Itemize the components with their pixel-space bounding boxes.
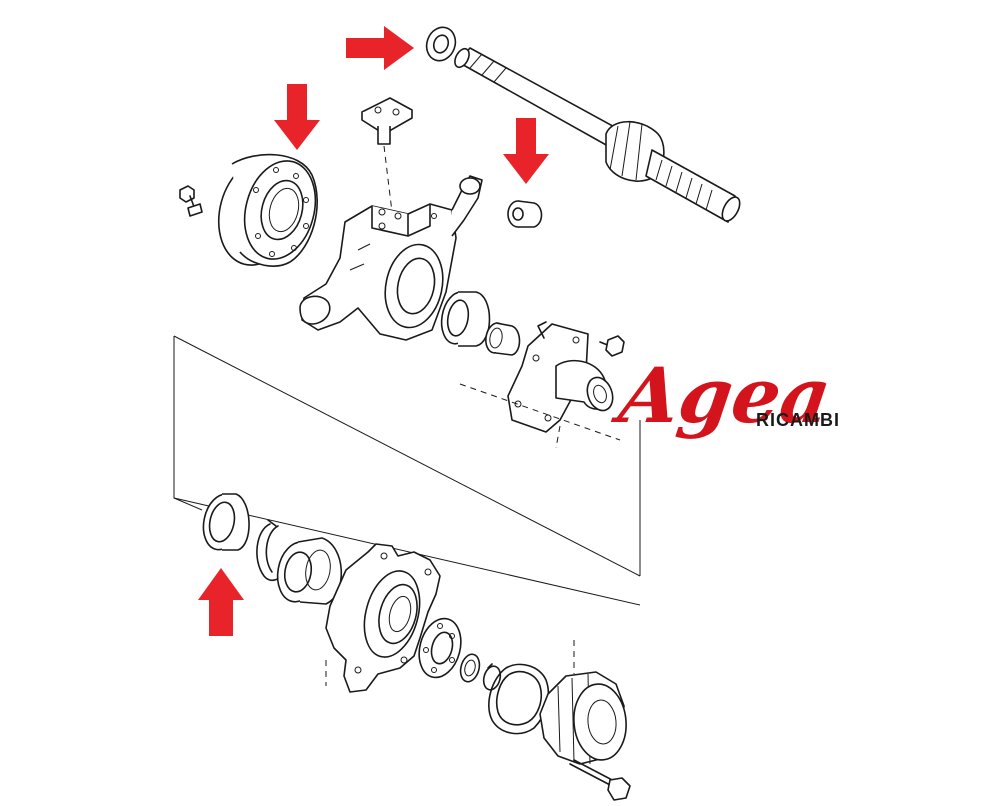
brand-name: Agea	[608, 351, 836, 441]
brand-subtitle: RICAMBI	[756, 410, 840, 430]
hub-cap	[539, 640, 627, 765]
hub-cap-gasket	[488, 663, 550, 735]
axle-shaft	[454, 47, 741, 223]
arrow-right-icon	[346, 26, 414, 70]
small-bolt-right	[599, 335, 625, 357]
steering-knuckle	[299, 175, 483, 341]
small-bolt-left	[179, 185, 203, 217]
long-bolt	[569, 759, 631, 801]
spacer-sleeve	[485, 322, 521, 356]
lock-washer	[418, 617, 462, 679]
arrow-down-icon	[503, 118, 549, 184]
wheel-hub	[325, 543, 441, 693]
circlip	[482, 663, 502, 691]
seal-ring-on-axle-shaft	[425, 26, 457, 62]
knuckle-seal	[440, 291, 491, 347]
retaining-ring	[459, 653, 481, 683]
spindle-flange	[507, 321, 614, 449]
arrow-down-icon	[274, 84, 320, 150]
hub-oil-seal	[202, 493, 250, 551]
small-bearing	[507, 200, 543, 228]
axle-housing-flange	[217, 153, 318, 267]
brand-logo: Agea RICAMBI	[608, 351, 840, 441]
kingpin-cap	[361, 97, 413, 213]
assembly-frame-lines	[173, 335, 641, 606]
arrow-up-icon	[198, 568, 244, 636]
wheel-bearing	[276, 537, 343, 605]
